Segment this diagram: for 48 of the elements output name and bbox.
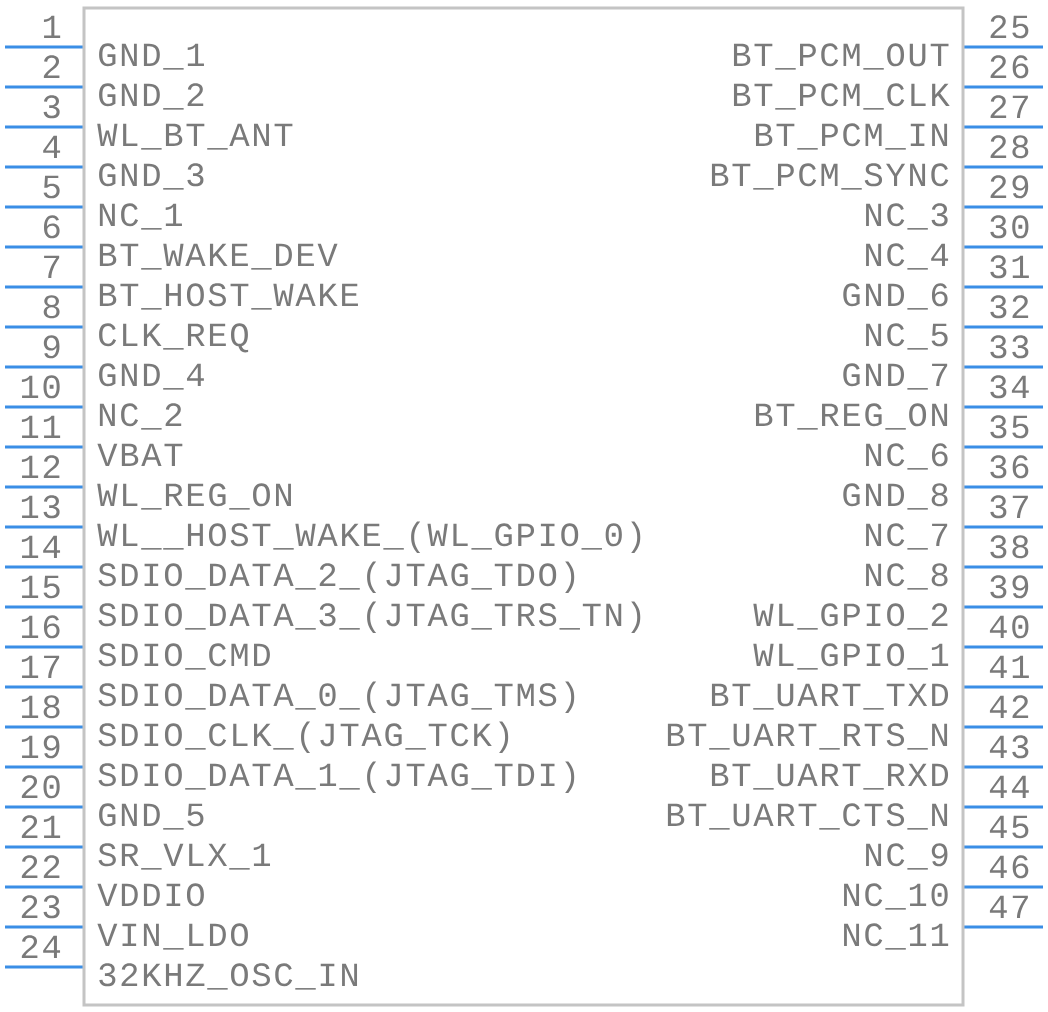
pin-name: SDIO_DATA_1_(JTAG_TDI) — [98, 761, 575, 794]
pin-name: BT_UART_RTS_N — [667, 723, 948, 750]
pin-name: NC_5 — [866, 323, 948, 350]
pin-name: VIN_LDO — [97, 923, 248, 950]
pin-name: SDIO_CMD — [98, 643, 270, 670]
pin-name: NC_10 — [844, 883, 948, 910]
pin-name: SR_VLX_1 — [98, 843, 270, 870]
pin-name: BT_PCM_SYNC — [711, 163, 949, 190]
pin-name: NC_2 — [99, 403, 182, 430]
pin-name: NC_7 — [866, 523, 948, 550]
pin-name: GND_1 — [99, 43, 204, 70]
pin-name: SDIO_DATA_0_(JTAG_TMS) — [98, 681, 575, 714]
pin-name: SDIO_DATA_2_(JTAG_TDO) — [98, 561, 575, 594]
pin-name: BT_REG_ON — [756, 403, 948, 430]
pin-name: BT_PCM_OUT — [733, 43, 949, 70]
pin-name: BT_HOST_WAKE — [99, 283, 358, 310]
pin-name: GND_8 — [843, 483, 948, 510]
pin-name: NC_1 — [99, 203, 182, 230]
pin-name: GND_2 — [99, 83, 204, 110]
ic-body — [82, 6, 965, 1007]
pin-name: WL_GPIO_2 — [753, 603, 948, 630]
pin-name: NC_8 — [866, 563, 948, 590]
pin-name: BT_UART_TXD — [711, 683, 949, 710]
pin-name: NC_6 — [866, 443, 948, 470]
pin-name: BT_PCM_CLK — [733, 83, 950, 110]
pin-name: GND_4 — [99, 363, 204, 390]
pin-name: SDIO_CLK_(JTAG_TCK) — [98, 721, 509, 754]
pin-name: 32KHZ_OSC_IN — [99, 963, 357, 990]
pin-name: GND_3 — [99, 163, 204, 190]
pin-name: NC_3 — [866, 203, 948, 230]
pin-name: WL_GPIO_1 — [753, 643, 949, 670]
pin-name: CLK_REQ — [99, 323, 249, 353]
pin-name: GND_6 — [843, 283, 948, 310]
pin-name: WL__HOST_WAKE_(WL_GPIO_0) — [97, 521, 641, 554]
pin-name: VBAT — [97, 443, 183, 466]
pin-name: BT_PCM_IN — [756, 123, 948, 150]
pin-name: BT_UART_RXD — [711, 763, 949, 790]
pin-name: WL_REG_ON — [97, 483, 291, 510]
pin-name: BT_UART_CTS_N — [667, 803, 948, 830]
pin-name: VDDIO — [97, 883, 204, 907]
pin-name: WL_BT_ANT — [97, 123, 293, 150]
pin-name: SDIO_DATA_3_(JTAG_TRS_TN) — [98, 601, 641, 634]
pin-name: GND_7 — [843, 363, 948, 390]
pin-name: GND_5 — [99, 803, 204, 830]
pin-name: BT_WAKE_DEV — [99, 243, 338, 270]
pin-name: NC_4 — [866, 243, 949, 270]
pin-name: NC_11 — [844, 923, 949, 950]
pin-name: NC_9 — [866, 843, 948, 870]
